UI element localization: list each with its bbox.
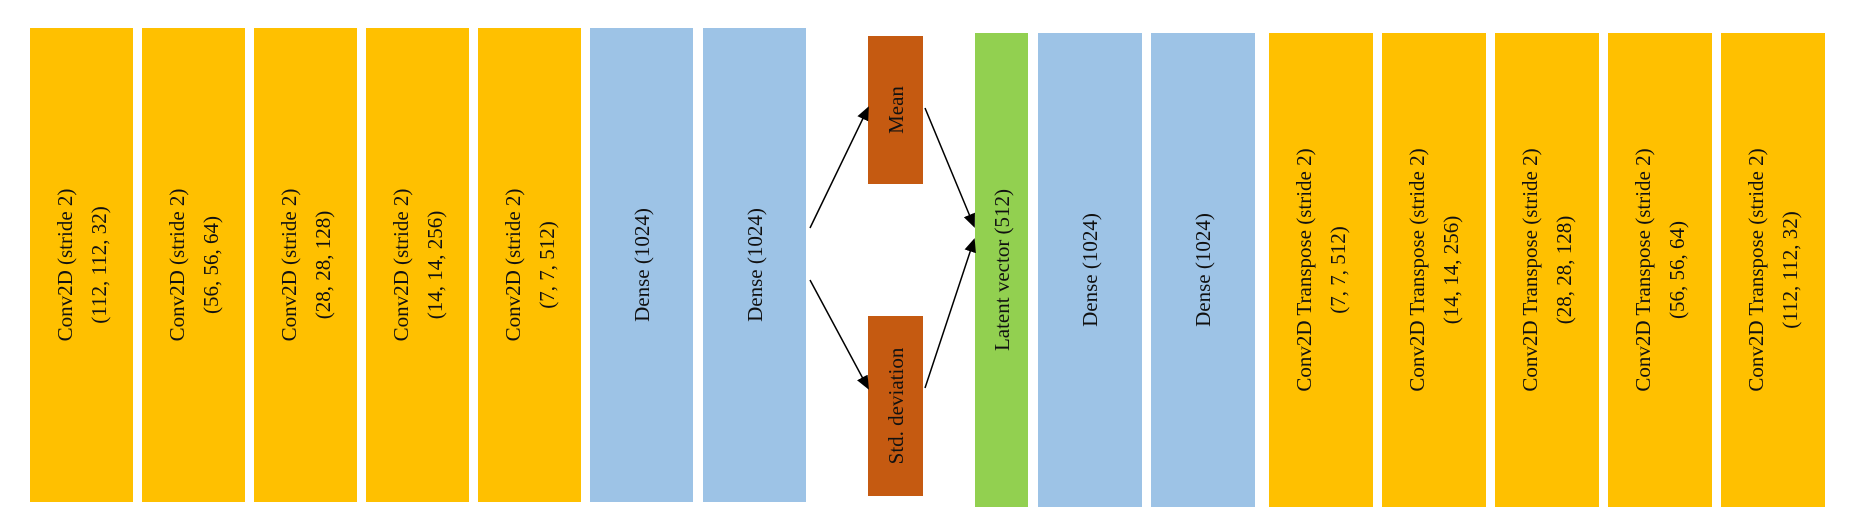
encoder-dense-layer-2: Dense (1024) (703, 28, 806, 502)
latent-vector-layer: Latent vector (512) (975, 33, 1028, 507)
decoder-dense-layer-1: Dense (1024) (1038, 33, 1142, 507)
arrow-to-mean (809, 106, 869, 229)
std-deviation-box: Std. deviation (868, 316, 923, 496)
encoder-conv-layer-3: Conv2D (stride 2)(28, 28, 128) (254, 28, 357, 502)
encoder-conv-layer-5: Conv2D (stride 2)(7, 7, 512) (478, 28, 581, 502)
decoder-conv-transpose-layer-3: Conv2D Transpose (stride 2)(28, 28, 128) (1495, 33, 1599, 507)
encoder-conv-layer-1: Conv2D (stride 2)(112, 112, 32) (30, 28, 133, 502)
decoder-conv-transpose-layer-4: Conv2D Transpose (stride 2)(56, 56, 64) (1608, 33, 1712, 507)
encoder-conv-layer-4: Conv2D (stride 2)(14, 14, 256) (366, 28, 469, 502)
arrow-mean-to-latent (924, 107, 975, 228)
arrow-std-to-latent (924, 238, 976, 389)
arrow-to-std (809, 279, 869, 390)
encoder-conv-layer-2: Conv2D (stride 2)(56, 56, 64) (142, 28, 245, 502)
mean-box: Mean (868, 36, 923, 184)
decoder-conv-transpose-layer-5: Conv2D Transpose (stride 2)(112, 112, 32… (1721, 33, 1825, 507)
encoder-dense-layer-1: Dense (1024) (590, 28, 693, 502)
decoder-dense-layer-2: Dense (1024) (1151, 33, 1255, 507)
decoder-conv-transpose-layer-2: Conv2D Transpose (stride 2)(14, 14, 256) (1382, 33, 1486, 507)
decoder-conv-transpose-layer-1: Conv2D Transpose (stride 2)(7, 7, 512) (1269, 33, 1373, 507)
